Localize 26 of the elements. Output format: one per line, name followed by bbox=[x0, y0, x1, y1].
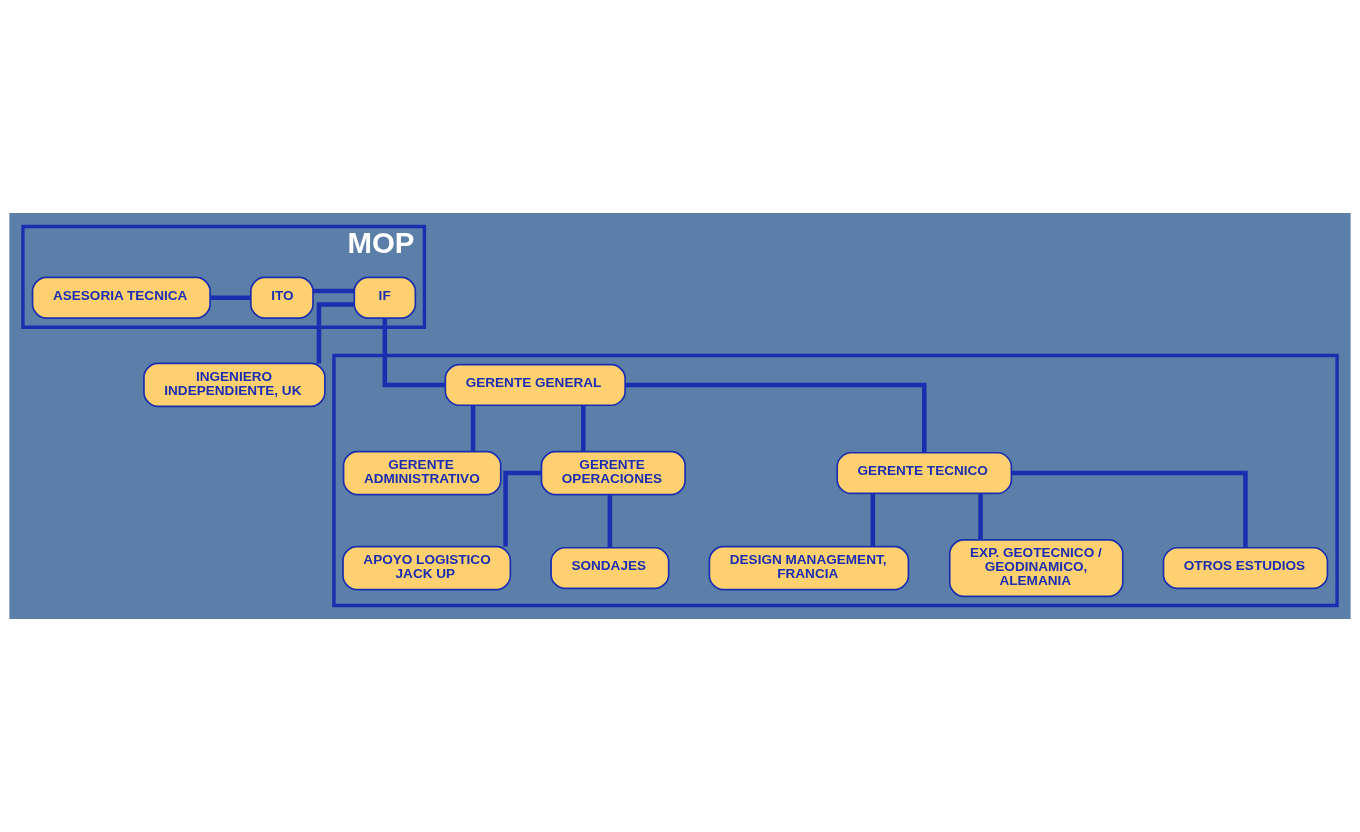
node-box: INGENIERO INDEPENDIENTE, UK bbox=[143, 362, 326, 408]
node-box: GERENTE ADMINISTRATIVO bbox=[342, 450, 502, 496]
node-box: GERENTE OPERACIONES bbox=[540, 450, 686, 496]
node-box: DESIGN MANAGEMENT, FRANCIA bbox=[708, 545, 910, 591]
node-box: GERENTE GENERAL bbox=[444, 363, 626, 407]
connector bbox=[870, 493, 876, 547]
node-box: IF bbox=[353, 276, 417, 320]
node-box: APOYO LOGISTICO JACK UP bbox=[342, 545, 512, 591]
connector bbox=[978, 493, 983, 540]
connector bbox=[313, 288, 355, 294]
node-box: EXP. GEOTECNICO / GEODINAMICO, ALEMANIA bbox=[948, 539, 1124, 598]
node-box: SONDAJES bbox=[550, 546, 670, 590]
connector bbox=[316, 302, 355, 364]
node-box: ASESORIA TECNICA bbox=[31, 276, 211, 320]
connector bbox=[382, 318, 446, 388]
node-box: GERENTE TECNICO bbox=[836, 451, 1013, 495]
connector bbox=[607, 494, 613, 548]
connector bbox=[1011, 470, 1248, 548]
connector bbox=[625, 382, 927, 453]
cluster bbox=[332, 353, 1339, 608]
connector bbox=[503, 470, 542, 547]
connector bbox=[581, 405, 586, 452]
connector bbox=[470, 405, 476, 452]
node-box: OTROS ESTUDIOS bbox=[1162, 546, 1329, 590]
connector bbox=[210, 295, 251, 301]
node-box: ITO bbox=[249, 276, 314, 320]
